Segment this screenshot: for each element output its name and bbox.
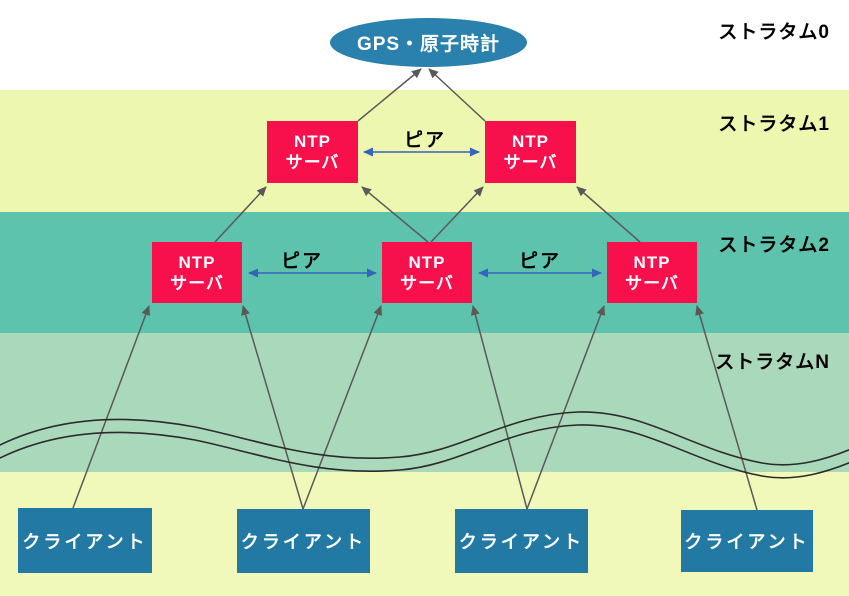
ntp-server-label-line2: サーバ (625, 273, 679, 293)
peer-arrows (248, 147, 602, 278)
gps-atomic-clock-node: GPS・原子時計 (330, 18, 527, 67)
ntp-server-label-line2: サーバ (170, 273, 224, 293)
wave-line-lower (0, 424, 849, 479)
ntp-server-stratum2-right: NTP サーバ (607, 242, 697, 303)
peer-label-stratum1: ピア (403, 130, 446, 151)
ntp-server-stratum2-center: NTP サーバ (382, 242, 472, 303)
peer-label-stratum2-right: ピア (518, 251, 561, 272)
sync-arrow-s2center-to-s1left (361, 186, 429, 243)
sync-arrows (72, 68, 758, 511)
ntp-server-label-line2: サーバ (503, 153, 558, 172)
ntp-server-stratum2-left: NTP サーバ (152, 242, 242, 303)
sync-arrow-client4-to-s2right (695, 305, 758, 511)
client-label: クライアント (458, 532, 585, 552)
ntp-server-label-line2: サーバ (285, 153, 340, 172)
client-2: クライアント (237, 509, 370, 573)
client-label: クライアント (22, 531, 148, 552)
sync-arrow-s1right-to-clock (428, 68, 486, 122)
ntp-server-stratum1-right: NTP サーバ (485, 121, 576, 183)
ntp-server-stratum1-left: NTP サーバ (267, 121, 358, 183)
ntp-server-label-line1: NTP (633, 252, 671, 272)
ntp-server-label-line1: NTP (294, 132, 331, 151)
sync-arrow-client1-to-s2left (72, 305, 151, 509)
network-break-wave (0, 411, 849, 479)
stratum-label-n: ストラタムN (715, 352, 830, 373)
client-3: クライアント (455, 509, 588, 573)
sync-arrow-s2center-to-s1right (430, 186, 484, 243)
client-label: クライアント (684, 532, 810, 552)
stratum-label-0: ストラタム0 (718, 22, 830, 43)
client-4: クライアント (681, 510, 813, 572)
ntp-server-label-line1: NTP (178, 252, 216, 272)
sync-arrow-client3-to-s2right (526, 305, 606, 510)
ntp-server-label-line1: NTP (408, 252, 446, 272)
client-1: クライアント (18, 508, 152, 573)
sync-arrow-s2left-to-s1left (214, 186, 267, 243)
sync-arrow-client2-to-s2center (302, 305, 382, 510)
ntp-server-label-line1: NTP (512, 132, 549, 151)
gps-atomic-clock-label: GPS・原子時計 (356, 34, 501, 55)
wave-line-upper (0, 411, 849, 466)
stratum-label-2: ストラタム2 (718, 235, 830, 256)
stratumN-band (0, 333, 849, 472)
stratum-label-1: ストラタム1 (718, 114, 830, 135)
sync-arrow-client3-to-s2center (470, 305, 528, 510)
ntp-server-label-line2: サーバ (400, 273, 454, 293)
sync-arrow-s2right-to-s1right (576, 186, 641, 243)
sync-arrow-s1left-to-clock (357, 68, 422, 122)
client-label: クライアント (240, 532, 367, 552)
peer-label-stratum2-left: ピア (280, 251, 323, 272)
sync-arrow-client2-to-s2left (241, 305, 304, 510)
